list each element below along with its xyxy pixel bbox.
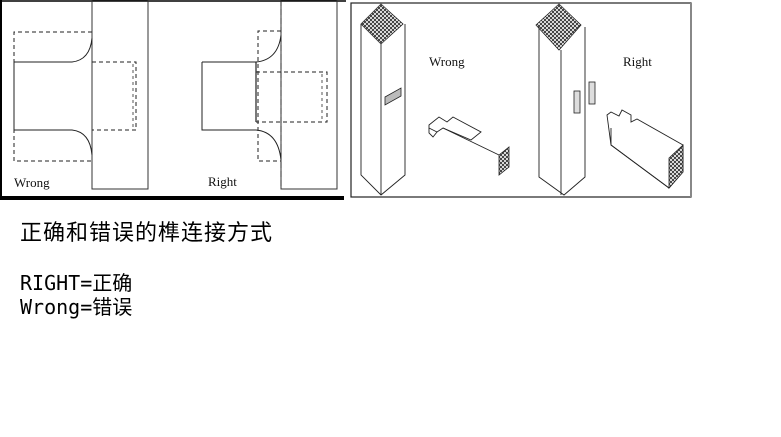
wrong-joint-elevation: Wrong bbox=[13, 0, 149, 190]
isometric-diagram-panel: Wrong Right bbox=[349, 0, 694, 202]
isometric-diagram: Wrong Right bbox=[350, 2, 692, 198]
wrong-label-iso: Wrong bbox=[429, 54, 465, 69]
right-joint-isometric: Right bbox=[535, 3, 684, 196]
elevation-diagram: Wrong Right bbox=[0, 0, 346, 200]
wrong-label: Wrong bbox=[14, 175, 50, 190]
figure-title: 正确和错误的榫连接方式 bbox=[20, 221, 274, 246]
right-joint-elevation: Right bbox=[201, 0, 338, 190]
legend-right-equals: RIGHT=正确 bbox=[20, 271, 133, 295]
wrong-joint-isometric: Wrong bbox=[360, 3, 510, 196]
elevation-diagram-panel: Wrong Right bbox=[0, 0, 346, 202]
right-label: Right bbox=[208, 174, 237, 189]
legend-wrong-equals: Wrong=错误 bbox=[20, 295, 133, 319]
right-label-iso: Right bbox=[623, 54, 652, 69]
